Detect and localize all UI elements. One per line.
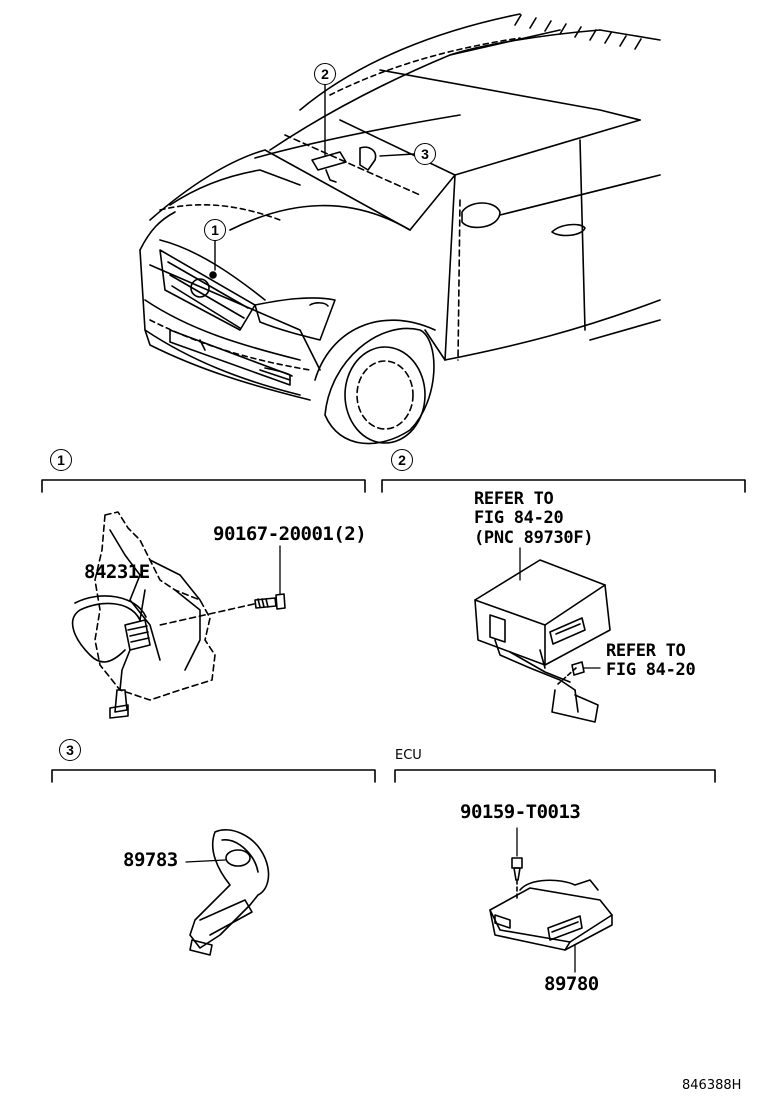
part-number-84231E: 84231E (84, 561, 150, 583)
part-number-90167: 90167-20001(2) (213, 523, 367, 545)
part-number-90159: 90159-T0013 (460, 801, 581, 823)
refer-note-a-line2: FIG 84-20 (474, 508, 564, 528)
ecu-module (489, 827, 613, 973)
part-number-89780: 89780 (544, 973, 599, 995)
callout-3-vehicle: 3 (414, 143, 436, 165)
section-1-marker: 1 (50, 449, 72, 471)
callout-3-text: 3 (421, 146, 429, 162)
refer-note-a-line1: REFER TO (474, 489, 554, 509)
callout-1-vehicle: 1 (204, 219, 226, 241)
ecu-section-label: ECU (395, 748, 422, 763)
callout-2-vehicle: 2 (314, 63, 336, 85)
section-3-marker: 3 (59, 739, 81, 761)
section-2-marker: 2 (391, 449, 413, 471)
refer-note-a-line3: (PNC 89730F) (474, 528, 594, 548)
part-number-89783: 89783 (123, 849, 178, 871)
section-1-bracket (41, 479, 366, 493)
leader-lines (214, 83, 415, 271)
section-2-bracket (381, 479, 746, 493)
section-1-text: 1 (57, 452, 65, 468)
callout-1-text: 1 (211, 222, 219, 238)
vehicle-illustration (139, 13, 661, 445)
refer-note-b-line2: FIG 84-20 (606, 660, 696, 680)
ecu-section-bracket (394, 769, 716, 783)
radar-sensor-assembly (71, 511, 286, 719)
figure-id: 846388H (682, 1078, 742, 1093)
section-3-text: 3 (66, 742, 74, 758)
section-2-text: 2 (398, 452, 406, 468)
sensor-ecu-unit (474, 547, 611, 723)
bracket-part (185, 829, 270, 956)
callout-2-text: 2 (321, 66, 329, 82)
refer-note-b-line1: REFER TO (606, 641, 686, 661)
section-3-bracket (51, 769, 376, 783)
